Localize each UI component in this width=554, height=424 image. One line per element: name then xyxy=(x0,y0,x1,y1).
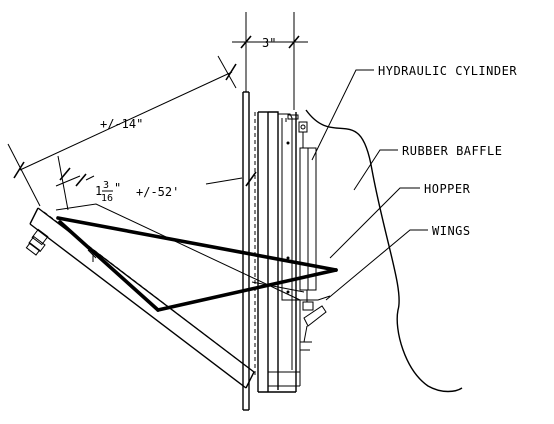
label-hydraulic-cylinder: HYDRAULIC CYLINDER xyxy=(378,64,517,78)
wall-frame xyxy=(242,12,301,411)
dim-top-width: 3" xyxy=(262,36,276,50)
dim-upper-span: +/-14" xyxy=(100,117,143,131)
dim-small-fraction: 1 3 16 " xyxy=(95,180,121,204)
rubber-baffle xyxy=(305,109,463,393)
dim-angle: +/-52' xyxy=(136,185,179,199)
dimension-lines xyxy=(7,35,308,211)
label-rubber-baffle: RUBBER BAFFLE xyxy=(402,144,502,158)
dim-small-unit: " xyxy=(114,181,121,195)
wing-latch xyxy=(299,295,331,351)
hydraulic-cylinder xyxy=(298,121,317,311)
dim-small-numerator: 3 xyxy=(103,180,109,191)
leader-lines xyxy=(311,69,428,301)
support-arm xyxy=(56,216,338,312)
dim-small-denominator: 16 xyxy=(101,193,113,204)
label-hopper: HOPPER xyxy=(424,182,471,196)
label-wings: WINGS xyxy=(432,224,471,238)
dim-small-whole: 1 xyxy=(95,184,102,198)
